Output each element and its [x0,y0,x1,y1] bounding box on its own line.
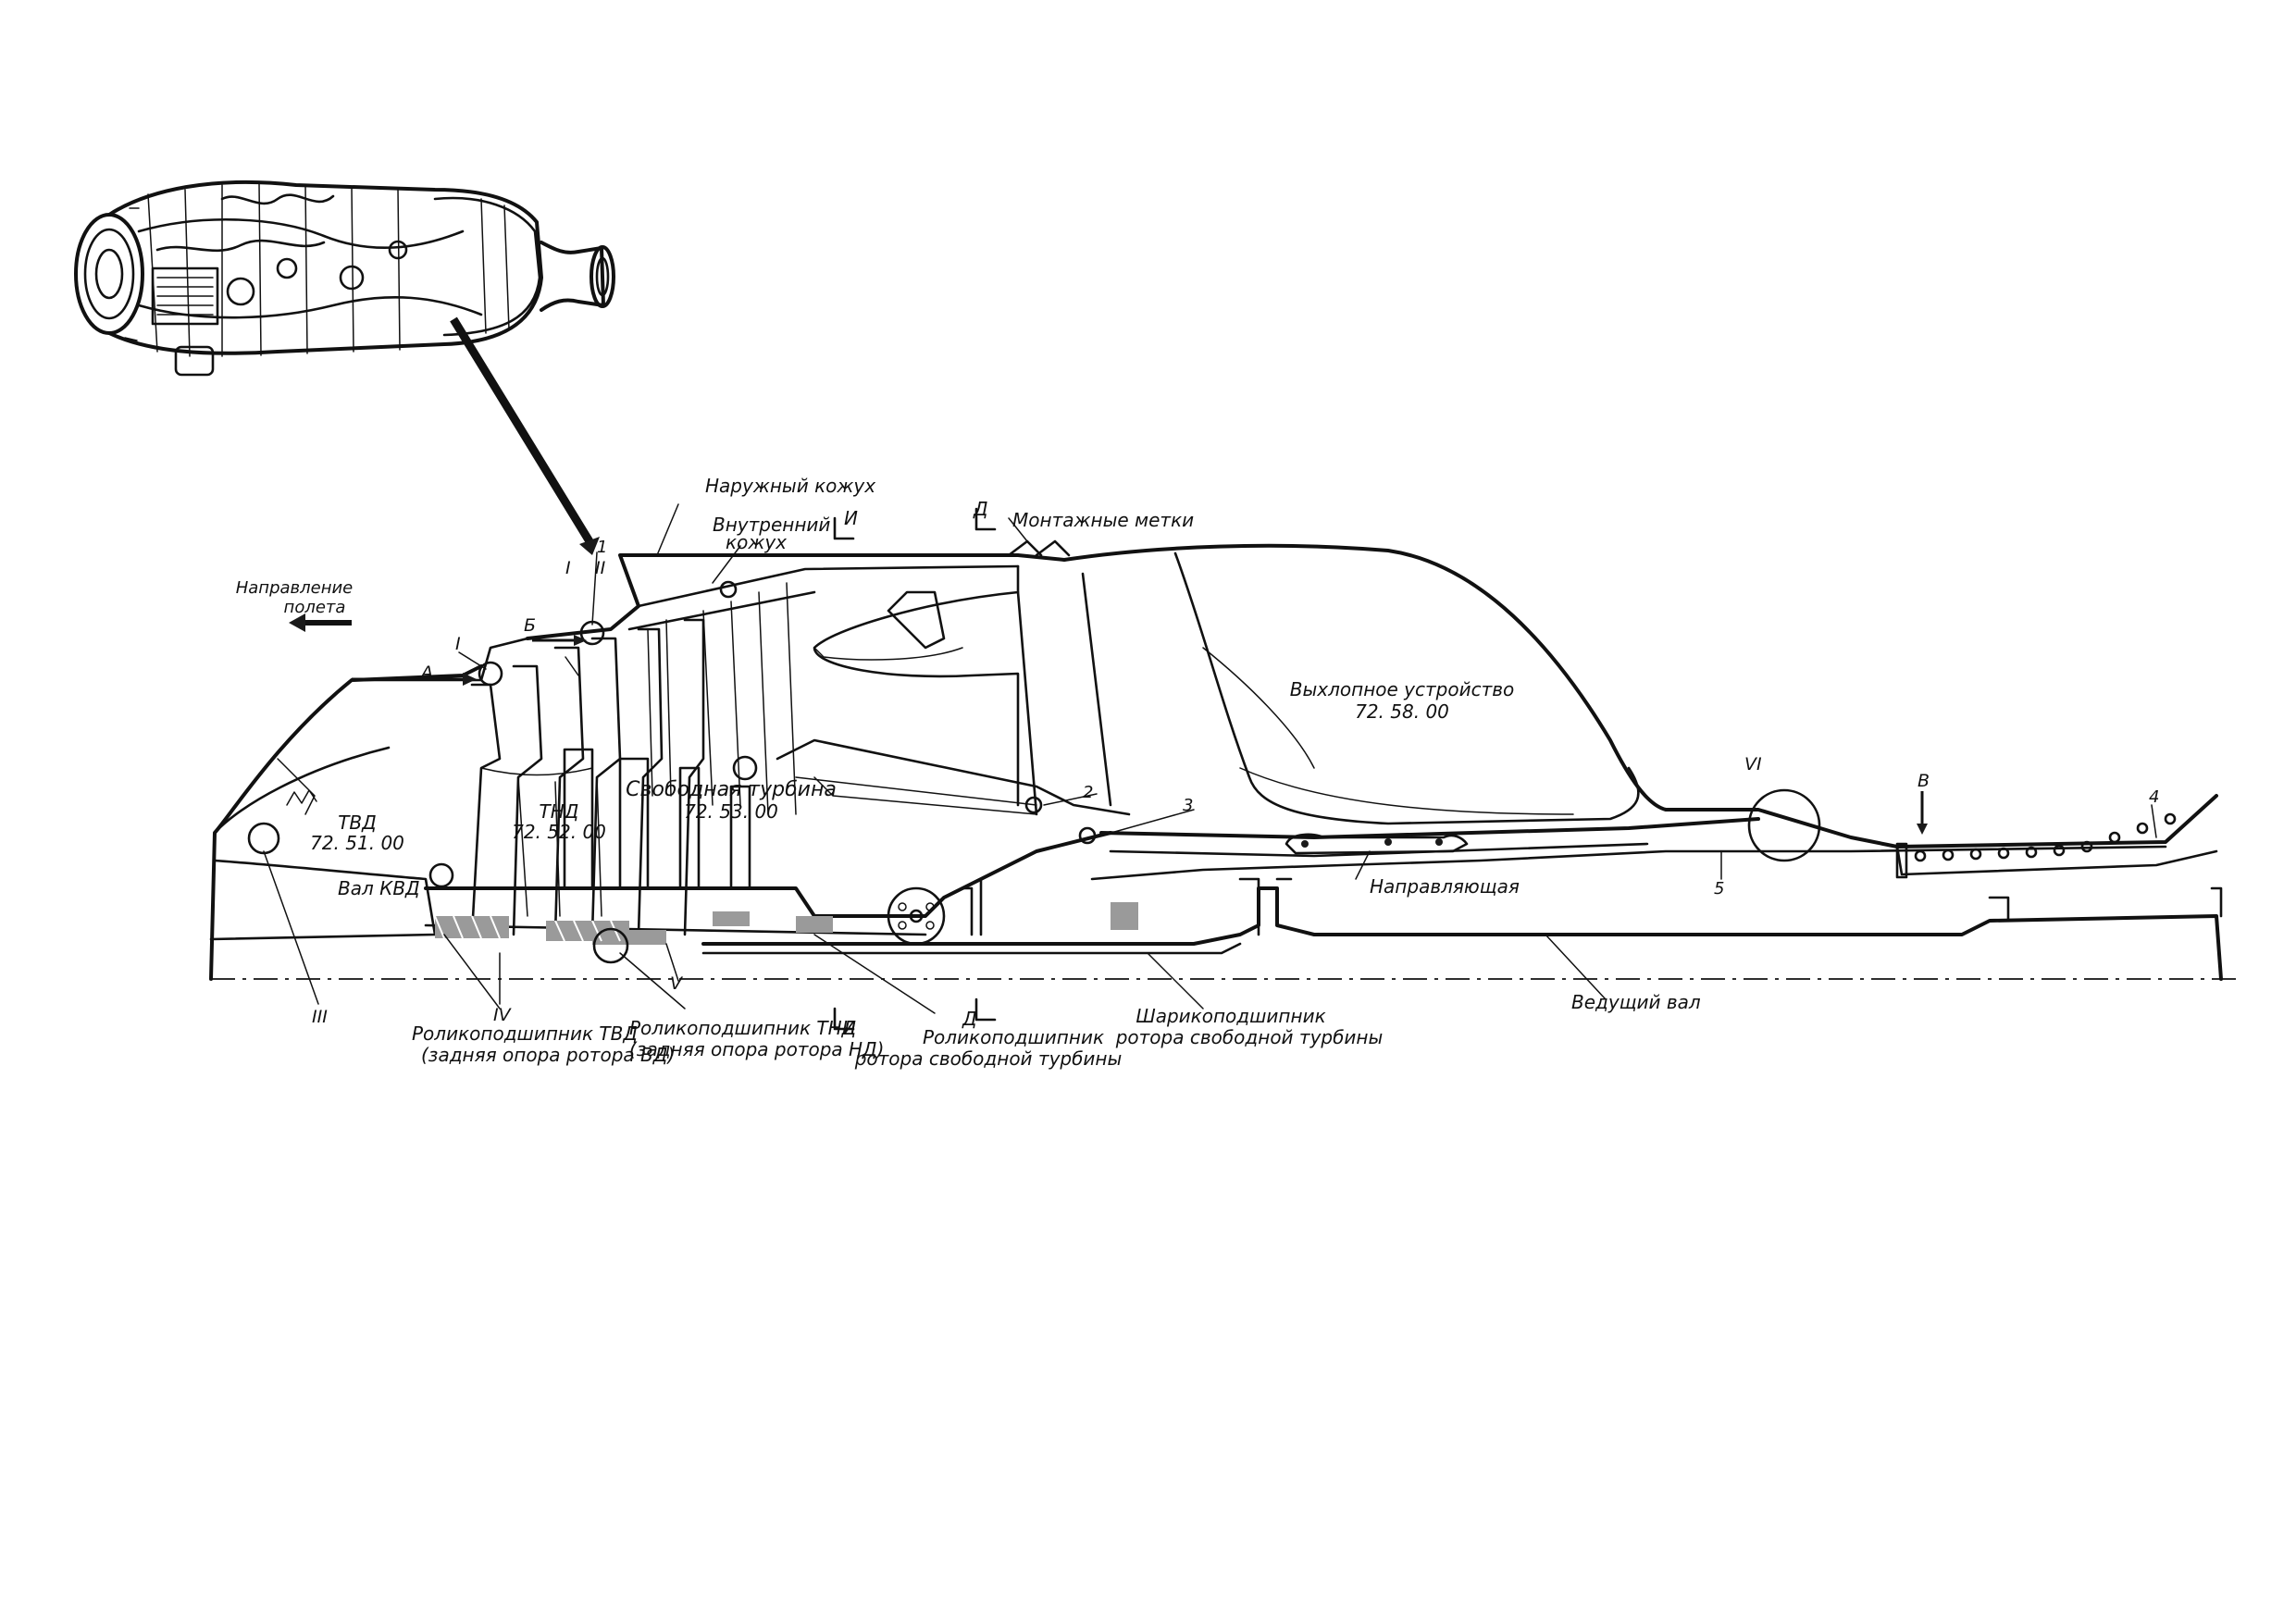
ball-bearing-label: Шарикоподшипник [1136,1005,1325,1027]
view-a-label: А [419,663,433,683]
exhaust-code: 72. 58. 00 [1355,700,1449,723]
callout-iii: III [312,1007,328,1027]
tvd-label: ТВД [338,812,377,834]
flight-arrow-icon [289,613,305,632]
engine-cross-section [209,503,2240,1031]
mount-marks-label: Монтажные метки [1012,509,1194,531]
num-1: 1 [597,538,607,557]
callout-v: V [670,973,684,994]
callout-ii: II [595,558,606,578]
free-turbine-label: Свободная турбина [626,778,837,801]
inner-casing-label: Внутренний [713,514,830,536]
flight-direction-label: Направление [236,578,354,598]
inner-casing-label-2: кожух [726,531,787,553]
tnd-code: 72. 52. 00 [512,821,606,843]
section-d-bottom: Д [962,1008,977,1030]
section-i-top: И [844,507,858,529]
flight-direction-label-2: полета [284,598,346,617]
exhaust-label: Выхлопное устройство [1290,678,1515,700]
section-d-top: Д [973,498,988,520]
bearing-free-label: Роликоподшипник [923,1026,1104,1048]
view-v-label: В [1917,771,1930,791]
gear-wheel-icon [887,886,946,946]
tvd-code: 72. 51. 00 [310,832,404,854]
num-2: 2 [1083,783,1093,802]
guide-label: Направляющая [1370,875,1520,898]
callout-vi: VI [1744,754,1762,774]
ball-bearing-sub: ротора свободной турбины [1115,1026,1384,1048]
view-b-label: Б [524,615,536,636]
callout-i2: I [565,558,571,578]
shaft-kvd-label: Вал КВД [338,877,420,899]
bearing-tvd-label: Роликоподшипник ТВД [412,1022,638,1045]
outer-casing-label: Наружный кожух [705,475,875,497]
tailpipe-holes [1914,812,2177,862]
num-3: 3 [1183,796,1193,815]
section-i-bottom: И [842,1017,856,1039]
bearing-free-sub: ротора свободной турбины [854,1047,1123,1070]
num-5: 5 [1714,879,1724,898]
bearing-tnd-sub: (задняя опора ротора НД) [629,1038,884,1060]
annotations: Наружный кожух Внутренний кожух И Д Монт… [310,475,2159,1070]
tnd-label: ТНД [540,800,579,823]
callout-i: I [455,634,461,654]
callout-iv: IV [493,1005,513,1025]
bearing-tvd-sub: (задняя опора ротора ВД) [421,1044,675,1066]
free-turbine-code: 72. 53. 00 [684,800,778,823]
bearing-tnd-label: Роликоподшипник ТНД [629,1017,856,1039]
num-4: 4 [2149,787,2159,807]
drive-shaft-label: Ведущий вал [1571,991,1701,1013]
engine-illustration [74,180,615,555]
flight-direction: Направление полета [236,578,354,632]
